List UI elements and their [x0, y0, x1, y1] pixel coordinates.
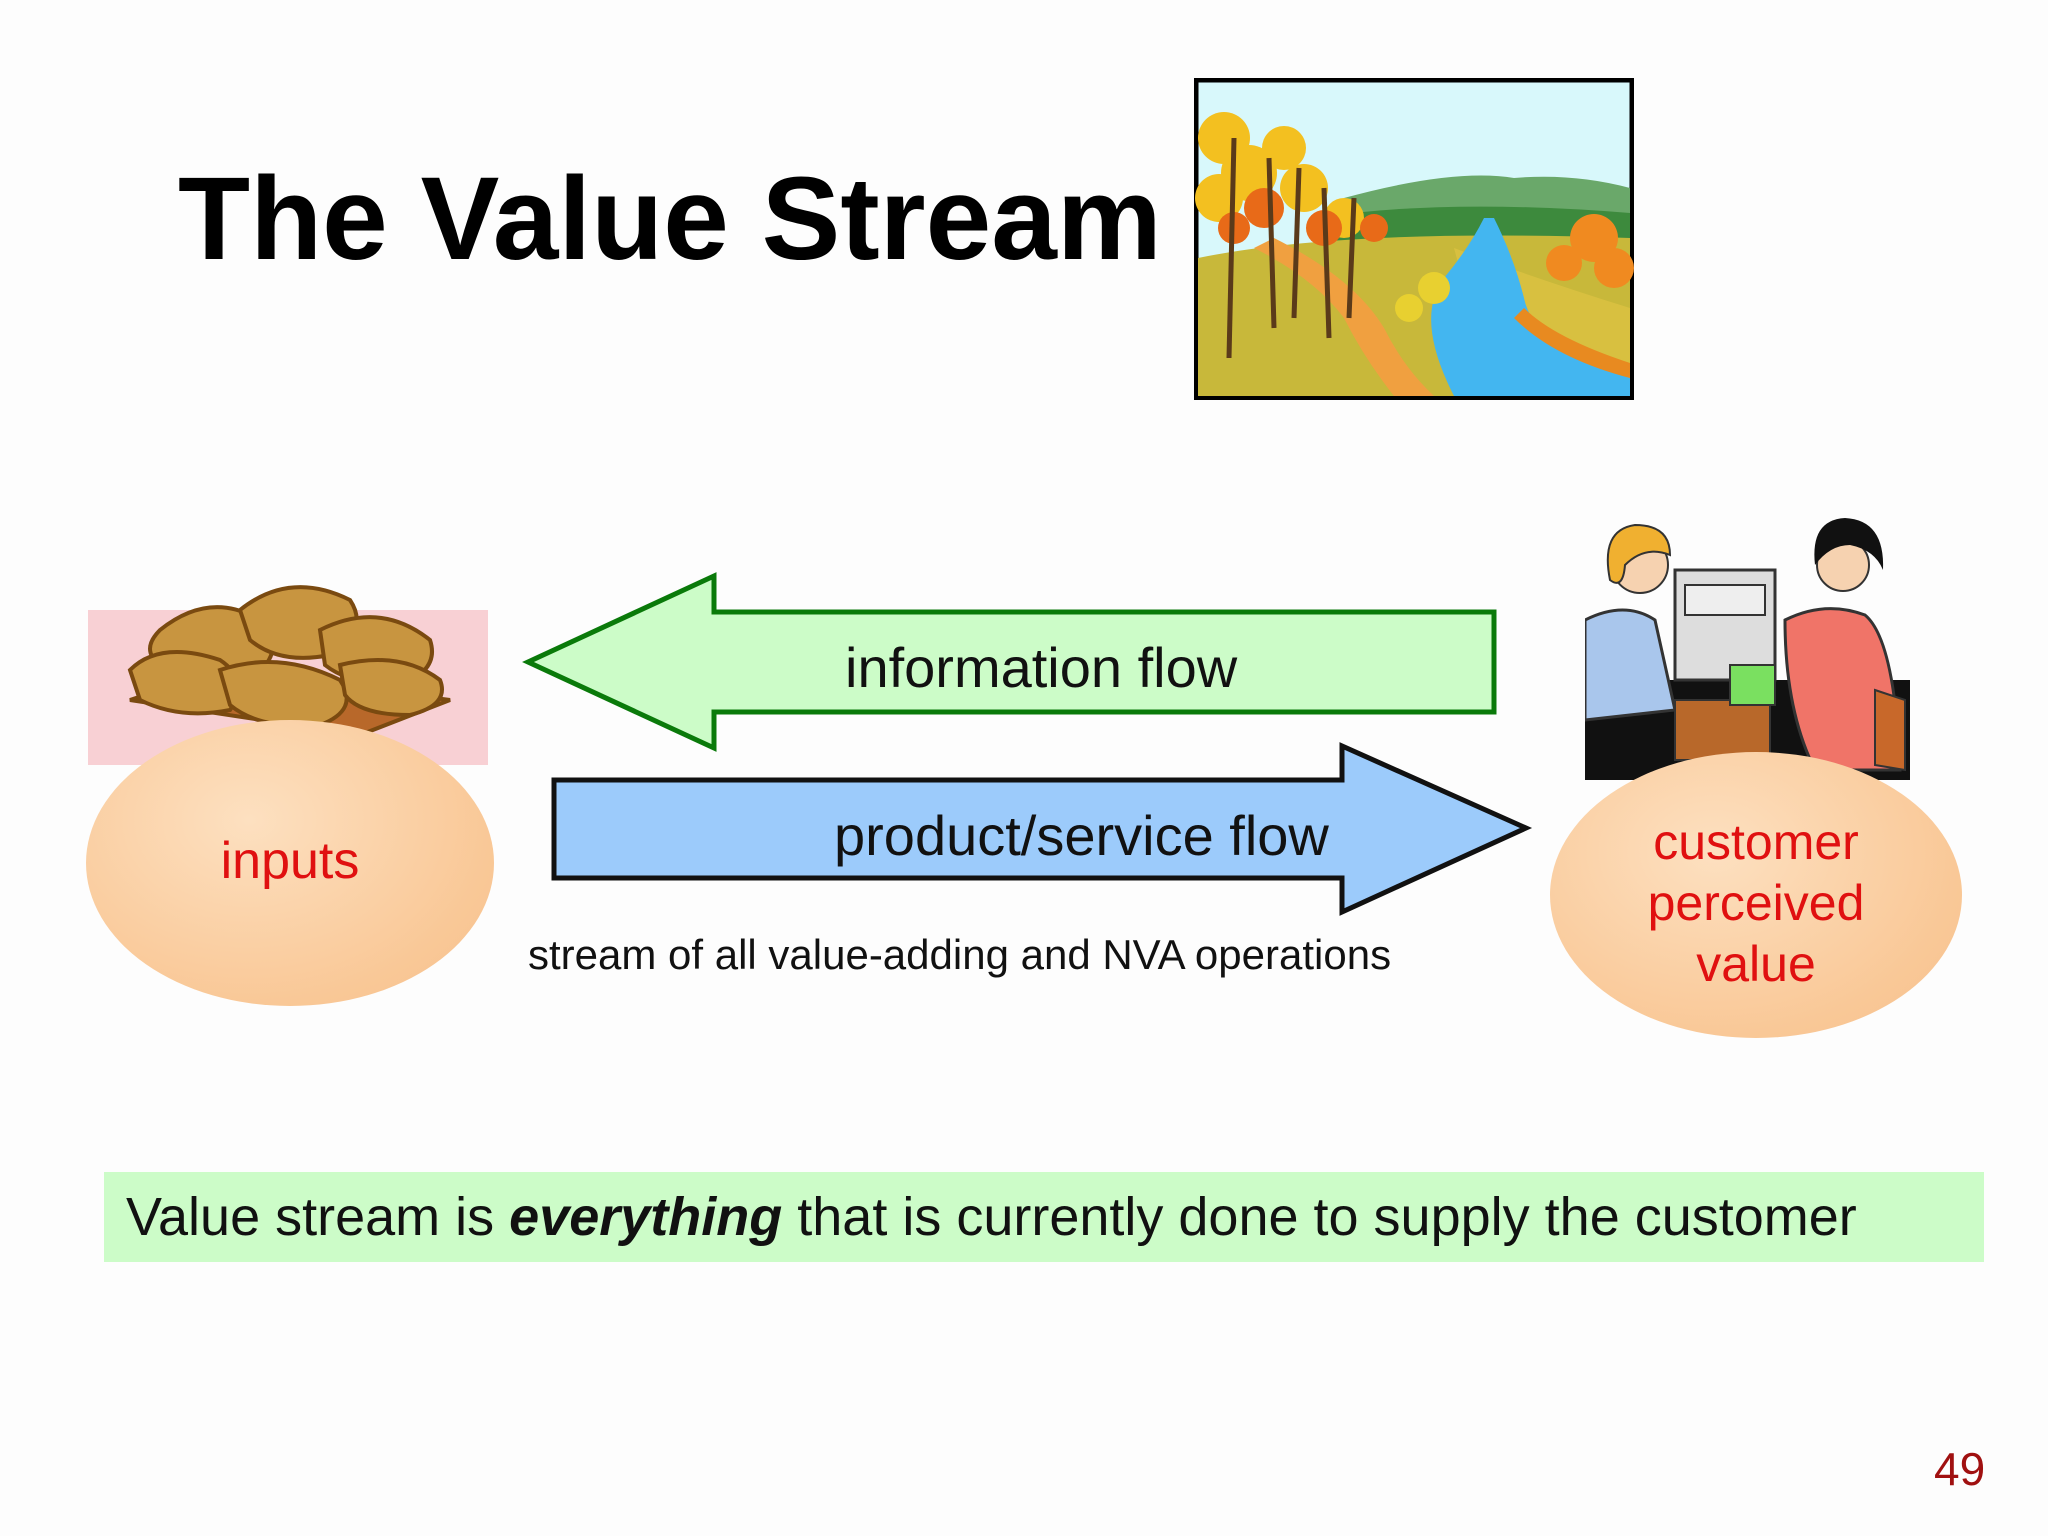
customer-value-line-3: value	[1696, 936, 1816, 992]
customer-value-line-1: customer	[1653, 814, 1859, 870]
definition-text: Value stream is everything that is curre…	[126, 1190, 1857, 1244]
page-number: 49	[1934, 1443, 1986, 1495]
stream-caption: stream of all value-adding and NVA opera…	[528, 931, 1392, 978]
definition-text-start: Value stream is	[126, 1187, 510, 1247]
product-flow-arrow	[551, 742, 1533, 916]
customer-value-line-2: perceived	[1647, 875, 1865, 931]
definition-emphasis: everything	[509, 1187, 783, 1247]
sacks-image	[127, 585, 451, 738]
definition-text-end: that is currently done to supply the cus…	[782, 1187, 1857, 1247]
customer-value-label: customer perceived value	[1550, 812, 1962, 995]
product-flow-label: product/service flow	[834, 804, 1329, 867]
information-flow-arrow	[522, 572, 1497, 752]
customer-scene-image	[1585, 518, 1910, 780]
information-flow-label: information flow	[845, 636, 1238, 699]
landscape-image	[1194, 78, 1634, 400]
definition-banner: Value stream is everything that is curre…	[104, 1172, 1984, 1262]
inputs-ellipse: inputs	[86, 720, 494, 1006]
customer-value-ellipse: customer perceived value	[1550, 752, 1962, 1038]
inputs-label: inputs	[220, 832, 360, 890]
slide-title: The Value Stream	[178, 153, 1162, 285]
